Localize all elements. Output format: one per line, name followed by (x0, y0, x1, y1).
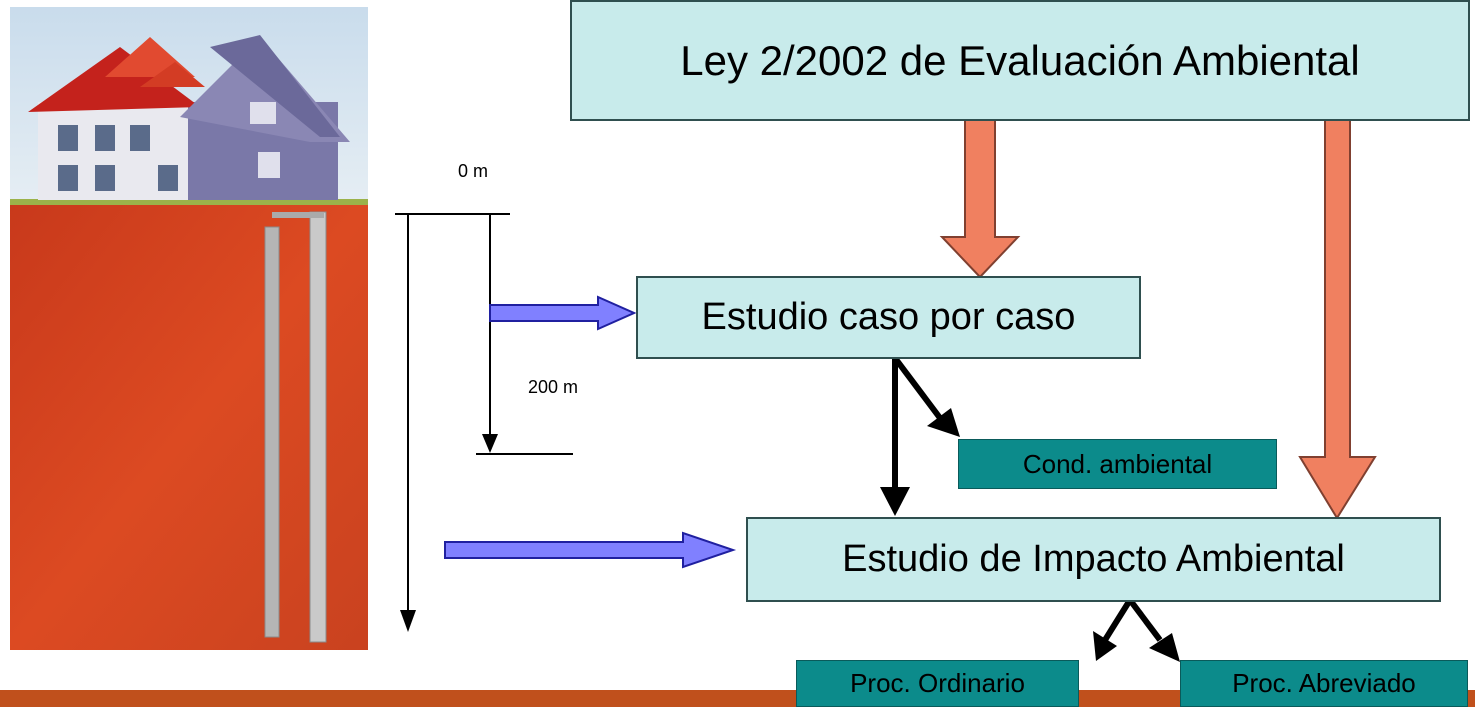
ruler-outer-arrowhead (400, 610, 416, 632)
blue-arrow-lower (444, 531, 737, 569)
house-geothermal-illustration (10, 7, 368, 650)
black-arrow-case-to-cond-line (892, 356, 943, 420)
black-arrow-eia-to-abbreviated-head (1149, 633, 1180, 662)
eia-box: Estudio de Impacto Ambiental (746, 517, 1441, 602)
law-box: Ley 2/2002 de Evaluación Ambiental (570, 0, 1470, 121)
black-arrow-eia-to-abbreviated-line (1127, 598, 1163, 642)
footer-bar (0, 690, 1475, 707)
black-arrow-eia-to-ordinary-line (1102, 598, 1133, 642)
proc-ordinario-box: Proc. Ordinario (796, 660, 1079, 707)
black-arrow-eia-to-ordinary-head (1093, 631, 1117, 661)
depth-label-200m: 200 m (528, 377, 579, 397)
depth-label-0m: 0 m (458, 161, 489, 181)
black-arrow-case-to-cond-head (927, 408, 960, 437)
case-study-box: Estudio caso por caso (636, 276, 1141, 359)
salmon-arrow-to-eia (1298, 119, 1377, 520)
ruler-inner-arrowhead (482, 434, 498, 453)
cond-ambiental-box: Cond. ambiental (958, 439, 1277, 489)
proc-abreviado-box: Proc. Abreviado (1180, 660, 1468, 707)
salmon-arrow-to-case-study (939, 119, 1021, 279)
black-arrow-case-to-eia-head (880, 487, 910, 516)
blue-arrow-upper (489, 295, 637, 331)
